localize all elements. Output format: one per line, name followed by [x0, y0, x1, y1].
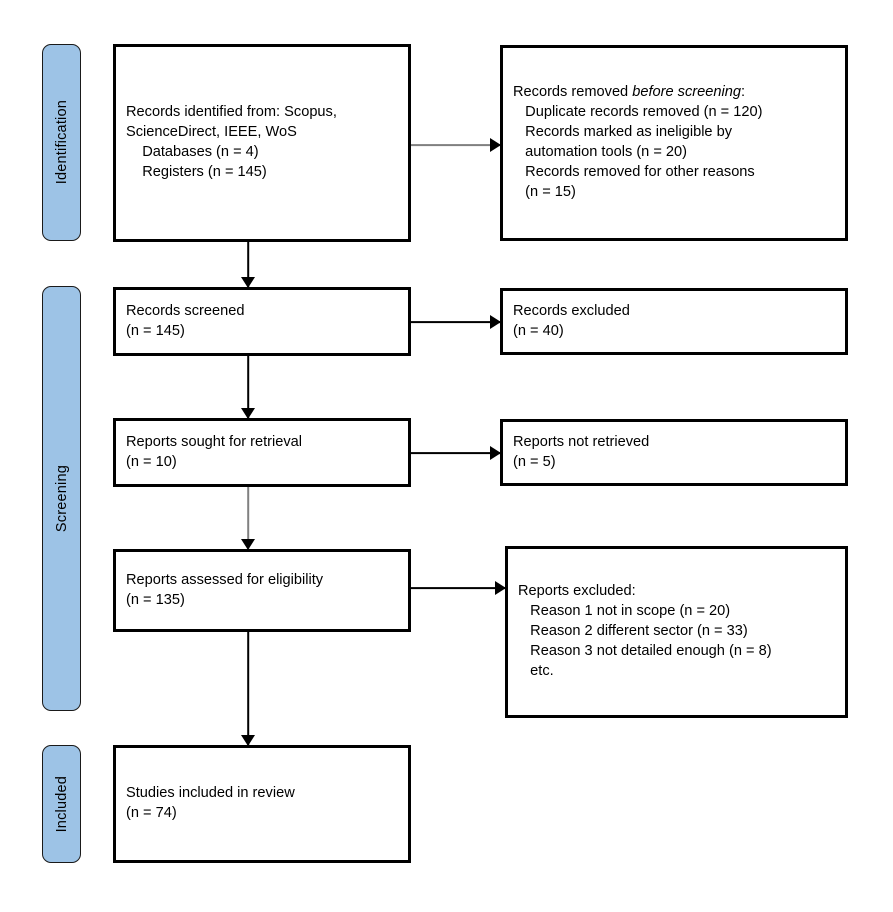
records-removed-heading-emphasis: before screening [632, 84, 741, 101]
connector-shaft [411, 144, 500, 146]
connector-shaft [411, 321, 500, 323]
box-reports-excluded: Reports excluded: Reason 1 not in scope … [505, 546, 848, 718]
connector-shaft [247, 632, 249, 745]
connector-shaft [247, 487, 249, 549]
box-reports-not-retrieved-text: Reports not retrieved (n = 5) [513, 433, 650, 470]
records-removed-body: Duplicate records removed (n = 120) Reco… [525, 104, 763, 200]
records-removed-heading-suffix: : [740, 84, 746, 101]
box-reports-sought-for-retrieval: Reports sought for retrieval (n = 10) [113, 418, 411, 487]
box-reports-sought-text: Reports sought for retrieval (n = 10) [126, 433, 303, 470]
arrowhead-down [241, 277, 255, 288]
stage-label-included: Included [53, 775, 70, 833]
box-records-screened-text: Records screened (n = 145) [126, 302, 245, 339]
arrowhead-down [241, 735, 255, 746]
arrowhead-right [495, 581, 506, 595]
box-records-excluded-text: Records excluded (n = 40) [513, 302, 630, 339]
box-records-removed-before-screening: Records removed before screening: Duplic… [500, 45, 848, 241]
records-removed-heading-prefix: Records removed [513, 84, 633, 101]
box-studies-included-text: Studies included in review (n = 74) [126, 785, 295, 821]
box-records-excluded: Records excluded (n = 40) [500, 288, 848, 355]
box-records-removed-text: Records removed before screening: Duplic… [503, 83, 845, 203]
box-records-screened: Records screened (n = 145) [113, 287, 411, 356]
arrowhead-right [490, 138, 501, 152]
stage-pill-included: Included [42, 745, 81, 863]
connector-shaft [411, 587, 505, 589]
box-reports-excluded-text: Reports excluded: Reason 1 not in scope … [518, 583, 772, 679]
arrowhead-down [241, 539, 255, 550]
arrowhead-right [490, 315, 501, 329]
box-reports-assessed-for-eligibility: Reports assessed for eligibility (n = 13… [113, 549, 411, 632]
box-studies-included-in-review: Studies included in review (n = 74) [113, 745, 411, 863]
stage-pill-screening: Screening [42, 286, 81, 711]
connector-shaft [411, 452, 500, 454]
box-records-identified-text: Records identified from: Scopus, Science… [126, 104, 337, 180]
box-reports-not-retrieved: Reports not retrieved (n = 5) [500, 419, 848, 486]
connector-shaft [247, 242, 249, 287]
arrowhead-down [241, 408, 255, 419]
arrowhead-right [490, 446, 501, 460]
box-reports-assessed-text: Reports assessed for eligibility (n = 13… [126, 571, 324, 608]
stage-pill-identification: Identification [42, 44, 81, 241]
stage-label-screening: Screening [53, 464, 70, 533]
stage-label-identification: Identification [53, 100, 70, 185]
box-records-identified: Records identified from: Scopus, Science… [113, 44, 411, 242]
connector-shaft [247, 356, 249, 418]
